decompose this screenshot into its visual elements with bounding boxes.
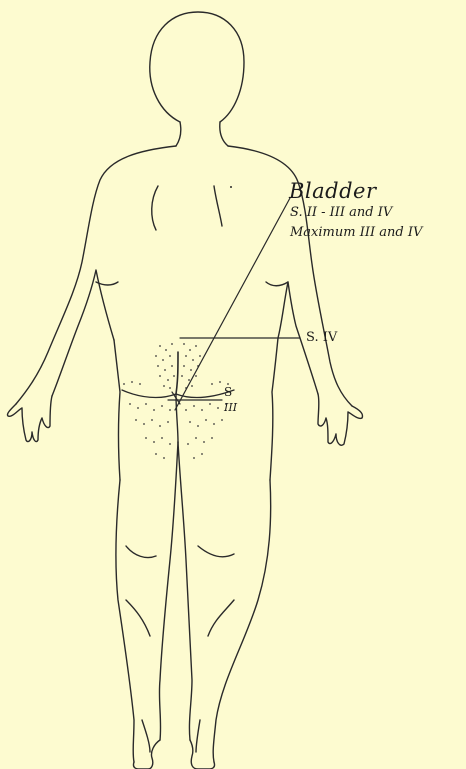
spine-line xyxy=(176,352,178,394)
right-leg-outer xyxy=(213,480,271,762)
neck-right xyxy=(220,122,228,146)
right-knee xyxy=(198,546,234,557)
bladder-title-label: Bladder xyxy=(289,181,377,202)
left-heel xyxy=(142,720,150,752)
segments-label: S. II - III and IV xyxy=(290,206,392,219)
neck-left xyxy=(176,122,181,146)
torso-right xyxy=(270,338,278,480)
s4-label: S. IV xyxy=(306,331,337,344)
right-waist-crease xyxy=(266,282,288,286)
left-leg-outer xyxy=(116,480,134,762)
bladder-leader-line xyxy=(175,198,290,410)
left-foot xyxy=(133,740,160,769)
right-heel xyxy=(196,720,200,752)
s-label: S xyxy=(224,386,232,398)
left-calf xyxy=(126,600,150,636)
s3-label: III xyxy=(224,402,237,413)
left-knee xyxy=(126,546,156,558)
torso-left xyxy=(114,340,120,480)
left-scapula xyxy=(152,186,158,230)
right-hand xyxy=(318,394,363,445)
right-scapula xyxy=(214,186,222,226)
left-shoulder-arm xyxy=(16,146,176,404)
gluteal-crease xyxy=(122,390,234,397)
left-inner-arm xyxy=(52,270,114,396)
right-leg-inner xyxy=(178,442,192,740)
maximum-label: Maximum III and IV xyxy=(290,226,422,239)
left-leg-inner xyxy=(159,442,178,740)
right-foot xyxy=(190,740,215,769)
head-outline xyxy=(150,12,244,122)
right-calf xyxy=(208,600,234,636)
left-hand xyxy=(7,396,52,442)
